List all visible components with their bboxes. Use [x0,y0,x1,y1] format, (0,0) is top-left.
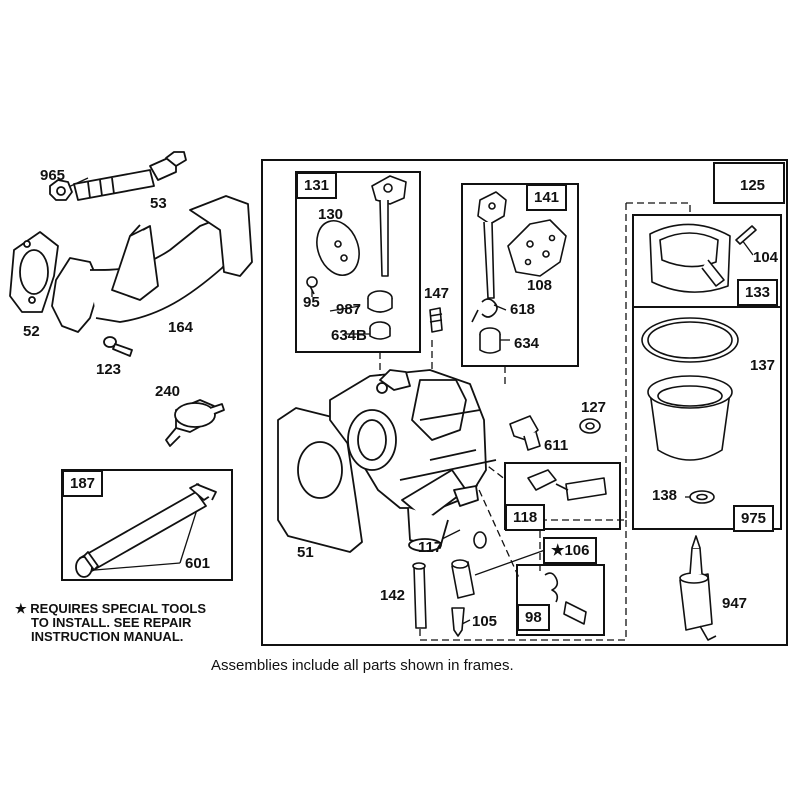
part-187-fuel-line [75,483,217,578]
part-117-seat [473,531,487,549]
frame-98 [516,564,605,636]
label-141: 141 [526,184,568,211]
label-131: 131 [296,172,338,199]
part-975-float-bowl [647,375,733,461]
assemblies-caption: Assemblies include all parts shown in fr… [211,657,514,674]
label-52: 52 [23,323,40,340]
part-95-screw [306,276,318,295]
label-137: 137 [750,357,776,374]
label-634b: 634B [331,327,367,344]
special-tools-note-line-3: INSTRUCTION MANUAL. [31,629,184,644]
dash-line-125 [540,203,627,521]
part-147-screw [429,307,443,333]
part-164-intake-elbow [51,195,253,333]
label-142: 142 [380,587,406,604]
leader-106 [474,549,546,576]
label-98: 98 [517,604,550,631]
part-142-tube [412,562,427,629]
part-611-fitting [509,415,541,451]
part-53-fitting [73,151,187,201]
label-123: 123 [96,361,122,378]
label-106: ★106 [543,537,598,564]
label-187: 187 [62,470,104,497]
label-601: 601 [185,555,211,572]
frame-975 [632,306,782,530]
part-634b-bushing [369,321,391,340]
part-106-jet [451,559,475,599]
part-947-solenoid [679,535,717,641]
part-137-gasket [641,317,739,363]
part-141-choke-shaft [477,191,507,299]
part-52-gasket [9,231,59,313]
label-105: 105 [472,613,498,630]
label-108: 108 [527,277,553,294]
part-123-screw [103,336,133,357]
label-611: 611 [544,437,569,454]
part-131-throttle-shaft [371,175,407,277]
special-tools-note-line-2: TO INSTALL. SEE REPAIR [31,615,192,630]
part-987-seal [367,290,393,313]
label-618: 618 [510,301,536,318]
part-108-choke-plate [507,219,567,277]
frame-125 [713,162,785,204]
special-tools-note-line-1: ★ REQUIRES SPECIAL TOOLS [15,601,207,616]
label-117: 117 [418,539,443,556]
leader-601a [94,562,181,571]
part-51-plate [277,407,363,553]
label-51: 51 [297,544,314,561]
frame-131 [295,171,421,353]
label-164: 164 [168,319,194,336]
label-947: 947 [722,595,748,612]
part-127-washer [579,418,601,434]
label-118: 118 [505,504,546,531]
part-240-fuel-filter [165,399,225,447]
leader-104 [741,239,754,256]
frame-187 [61,469,233,581]
part-98-screw-spring [544,572,587,625]
part-105-needle [451,607,465,637]
label-147: 147 [424,285,450,302]
label-987: 987 [336,301,362,318]
frame-118 [504,462,621,530]
part-130-throttle-plate [316,220,360,276]
label-95: 95 [303,294,320,311]
label-133: 133 [737,279,779,306]
part-618-spring [471,298,498,323]
part-634-bushing [479,327,501,354]
frame-141 [461,183,579,367]
label-104: 104 [753,249,779,266]
part-133-float [649,223,731,293]
label-240: 240 [155,383,181,400]
label-127: 127 [581,399,607,416]
carburetor-body [329,369,497,552]
main-assembly-frame [261,159,788,646]
part-965-nut [49,179,73,201]
label-125: 125 [740,177,766,194]
part-104-pin [735,225,757,245]
label-975: 975 [733,505,775,532]
part-118-needle [527,469,607,501]
dash-line-125b [626,202,691,215]
label-634: 634 [514,335,540,352]
part-138-washer [689,490,715,504]
leader-987 [329,305,361,312]
label-130: 130 [318,206,344,223]
label-965: 965 [40,167,66,184]
label-138: 138 [652,487,678,504]
label-53: 53 [150,195,167,212]
